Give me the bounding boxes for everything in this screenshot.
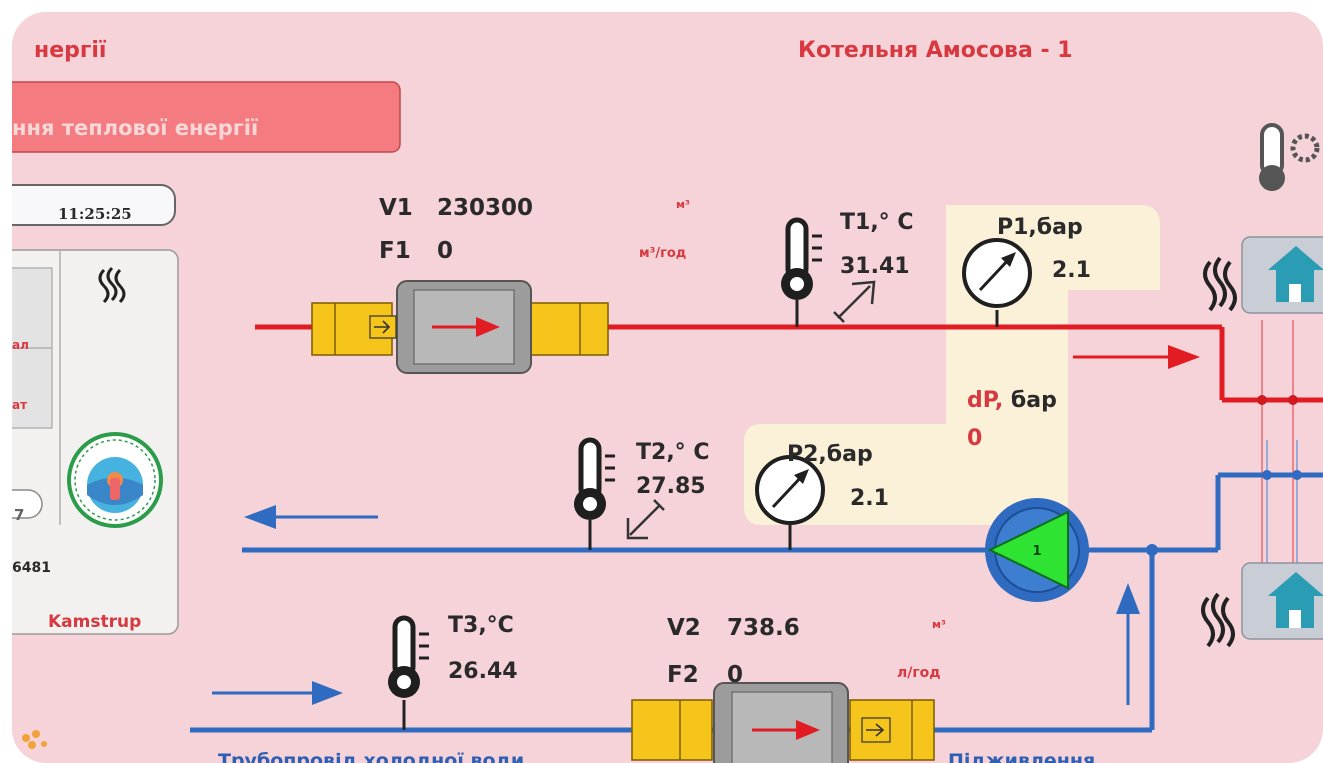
v1-value: 230300 [437, 195, 534, 221]
p1-label: P1,бар [997, 215, 1083, 240]
scada-screen: 1 нергії Котельня Амосова - 1 ння теплов… [12, 12, 1323, 763]
thermometer-t2-icon [574, 437, 615, 520]
clock-time: 11:25:25 [58, 205, 132, 223]
t2-value: 27.85 [636, 474, 706, 499]
panel-button-1[interactable]: ал [12, 338, 29, 352]
v2-label: V2 [667, 615, 701, 641]
serial-number: 6481 [12, 560, 51, 576]
p2-value: 2.1 [850, 486, 889, 511]
thermometer-t1-icon [781, 217, 822, 300]
banner-box [12, 81, 401, 153]
t3-value: 26.44 [448, 659, 518, 684]
pressure-gauge-p2-icon [755, 455, 825, 525]
f2-unit: л/год [897, 665, 941, 681]
banner-title: ння теплової енергії [12, 116, 259, 140]
p2-label: P2,бар [787, 442, 873, 467]
t2-label: T2,° C [636, 440, 710, 465]
dp-label: dP, бар [967, 388, 1057, 413]
pressure-gauge-p1-icon [962, 238, 1032, 308]
radiator-heat-icon-bottom [1201, 592, 1235, 648]
f1-value: 0 [437, 238, 454, 264]
p1-value: 2.1 [1052, 258, 1091, 283]
dp-value: 0 [967, 426, 983, 451]
flow-meter-v2 [631, 682, 935, 763]
v1-unit: м³ [676, 198, 690, 211]
house-icon-top [1241, 236, 1323, 314]
scheme-canvas: 1 [12, 81, 1323, 763]
t1-label: T1,° C [840, 210, 914, 235]
brand-label: Kamstrup [48, 612, 142, 632]
v2-unit: м³ [932, 618, 946, 631]
house-icon-bottom [1241, 562, 1323, 640]
flow-meter-v1 [311, 280, 609, 374]
panel-field[interactable]: 7 [14, 506, 25, 524]
radiator-heat-icon-top [1203, 256, 1237, 312]
page-title: Котельня Амосова - 1 [798, 38, 1073, 63]
panel-button-2[interactable]: ат [12, 398, 28, 412]
f2-label: F2 [667, 662, 699, 688]
logo-emblem [67, 432, 163, 528]
dp-label-unit: бар [1003, 388, 1057, 413]
dp-label-prefix: dP, [967, 388, 1004, 413]
temp-down-arrow-icon [626, 499, 665, 540]
corner-logo-icon [22, 730, 47, 749]
readings-note [744, 205, 1160, 525]
cold-water-label: Трубопровід холодної води [218, 750, 525, 763]
f1-label: F1 [379, 238, 411, 264]
circulation-pump-icon [985, 498, 1089, 602]
v2-value: 738.6 [727, 615, 800, 641]
heat-icon [98, 266, 126, 304]
temp-up-arrow-icon [833, 280, 876, 323]
t3-label: T3,°C [448, 613, 514, 638]
v1-label: V1 [379, 195, 413, 221]
header-left-fragment: нергії [34, 38, 107, 63]
thermometer-t3-icon [388, 615, 429, 698]
t1-value: 31.41 [840, 254, 910, 279]
thermometer-settings-icon [1259, 123, 1320, 191]
flow-arrows [212, 345, 1200, 705]
f2-value: 0 [727, 662, 744, 688]
f1-unit: м³/год [639, 246, 687, 261]
pump-number: 1 [1032, 544, 1041, 559]
clock-box [12, 184, 176, 226]
make-up-label: Підживлення [948, 750, 1096, 763]
